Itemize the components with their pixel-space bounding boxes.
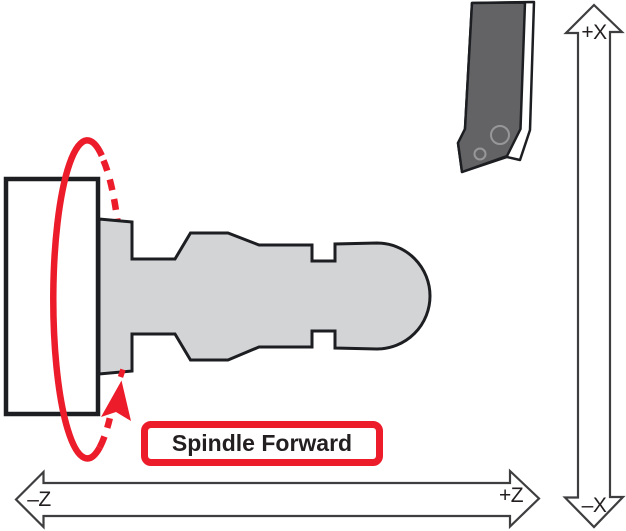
cutting-tool [456, 0, 536, 174]
rotation-arc-solid [50, 137, 105, 462]
label-z-positive: +Z [498, 484, 524, 507]
label-x-negative: –X [581, 494, 607, 517]
workpiece [97, 217, 432, 376]
tool-screw-large [490, 125, 510, 145]
label-z-negative: –Z [27, 488, 51, 511]
z-axis-arrow [14, 468, 541, 530]
rotation-arc-dashed-bottom [96, 417, 113, 449]
spindle-forward-callout: Spindle Forward [141, 421, 383, 466]
spindle-forward-label: Spindle Forward [171, 430, 353, 456]
label-x-positive: +X [581, 21, 607, 44]
x-axis-arrow [562, 3, 626, 529]
arrowhead-tip-dash [117, 368, 126, 378]
arrowhead-barb [101, 380, 131, 421]
spindle-direction-arrowhead [101, 368, 131, 421]
tool-screw-small [473, 147, 487, 161]
